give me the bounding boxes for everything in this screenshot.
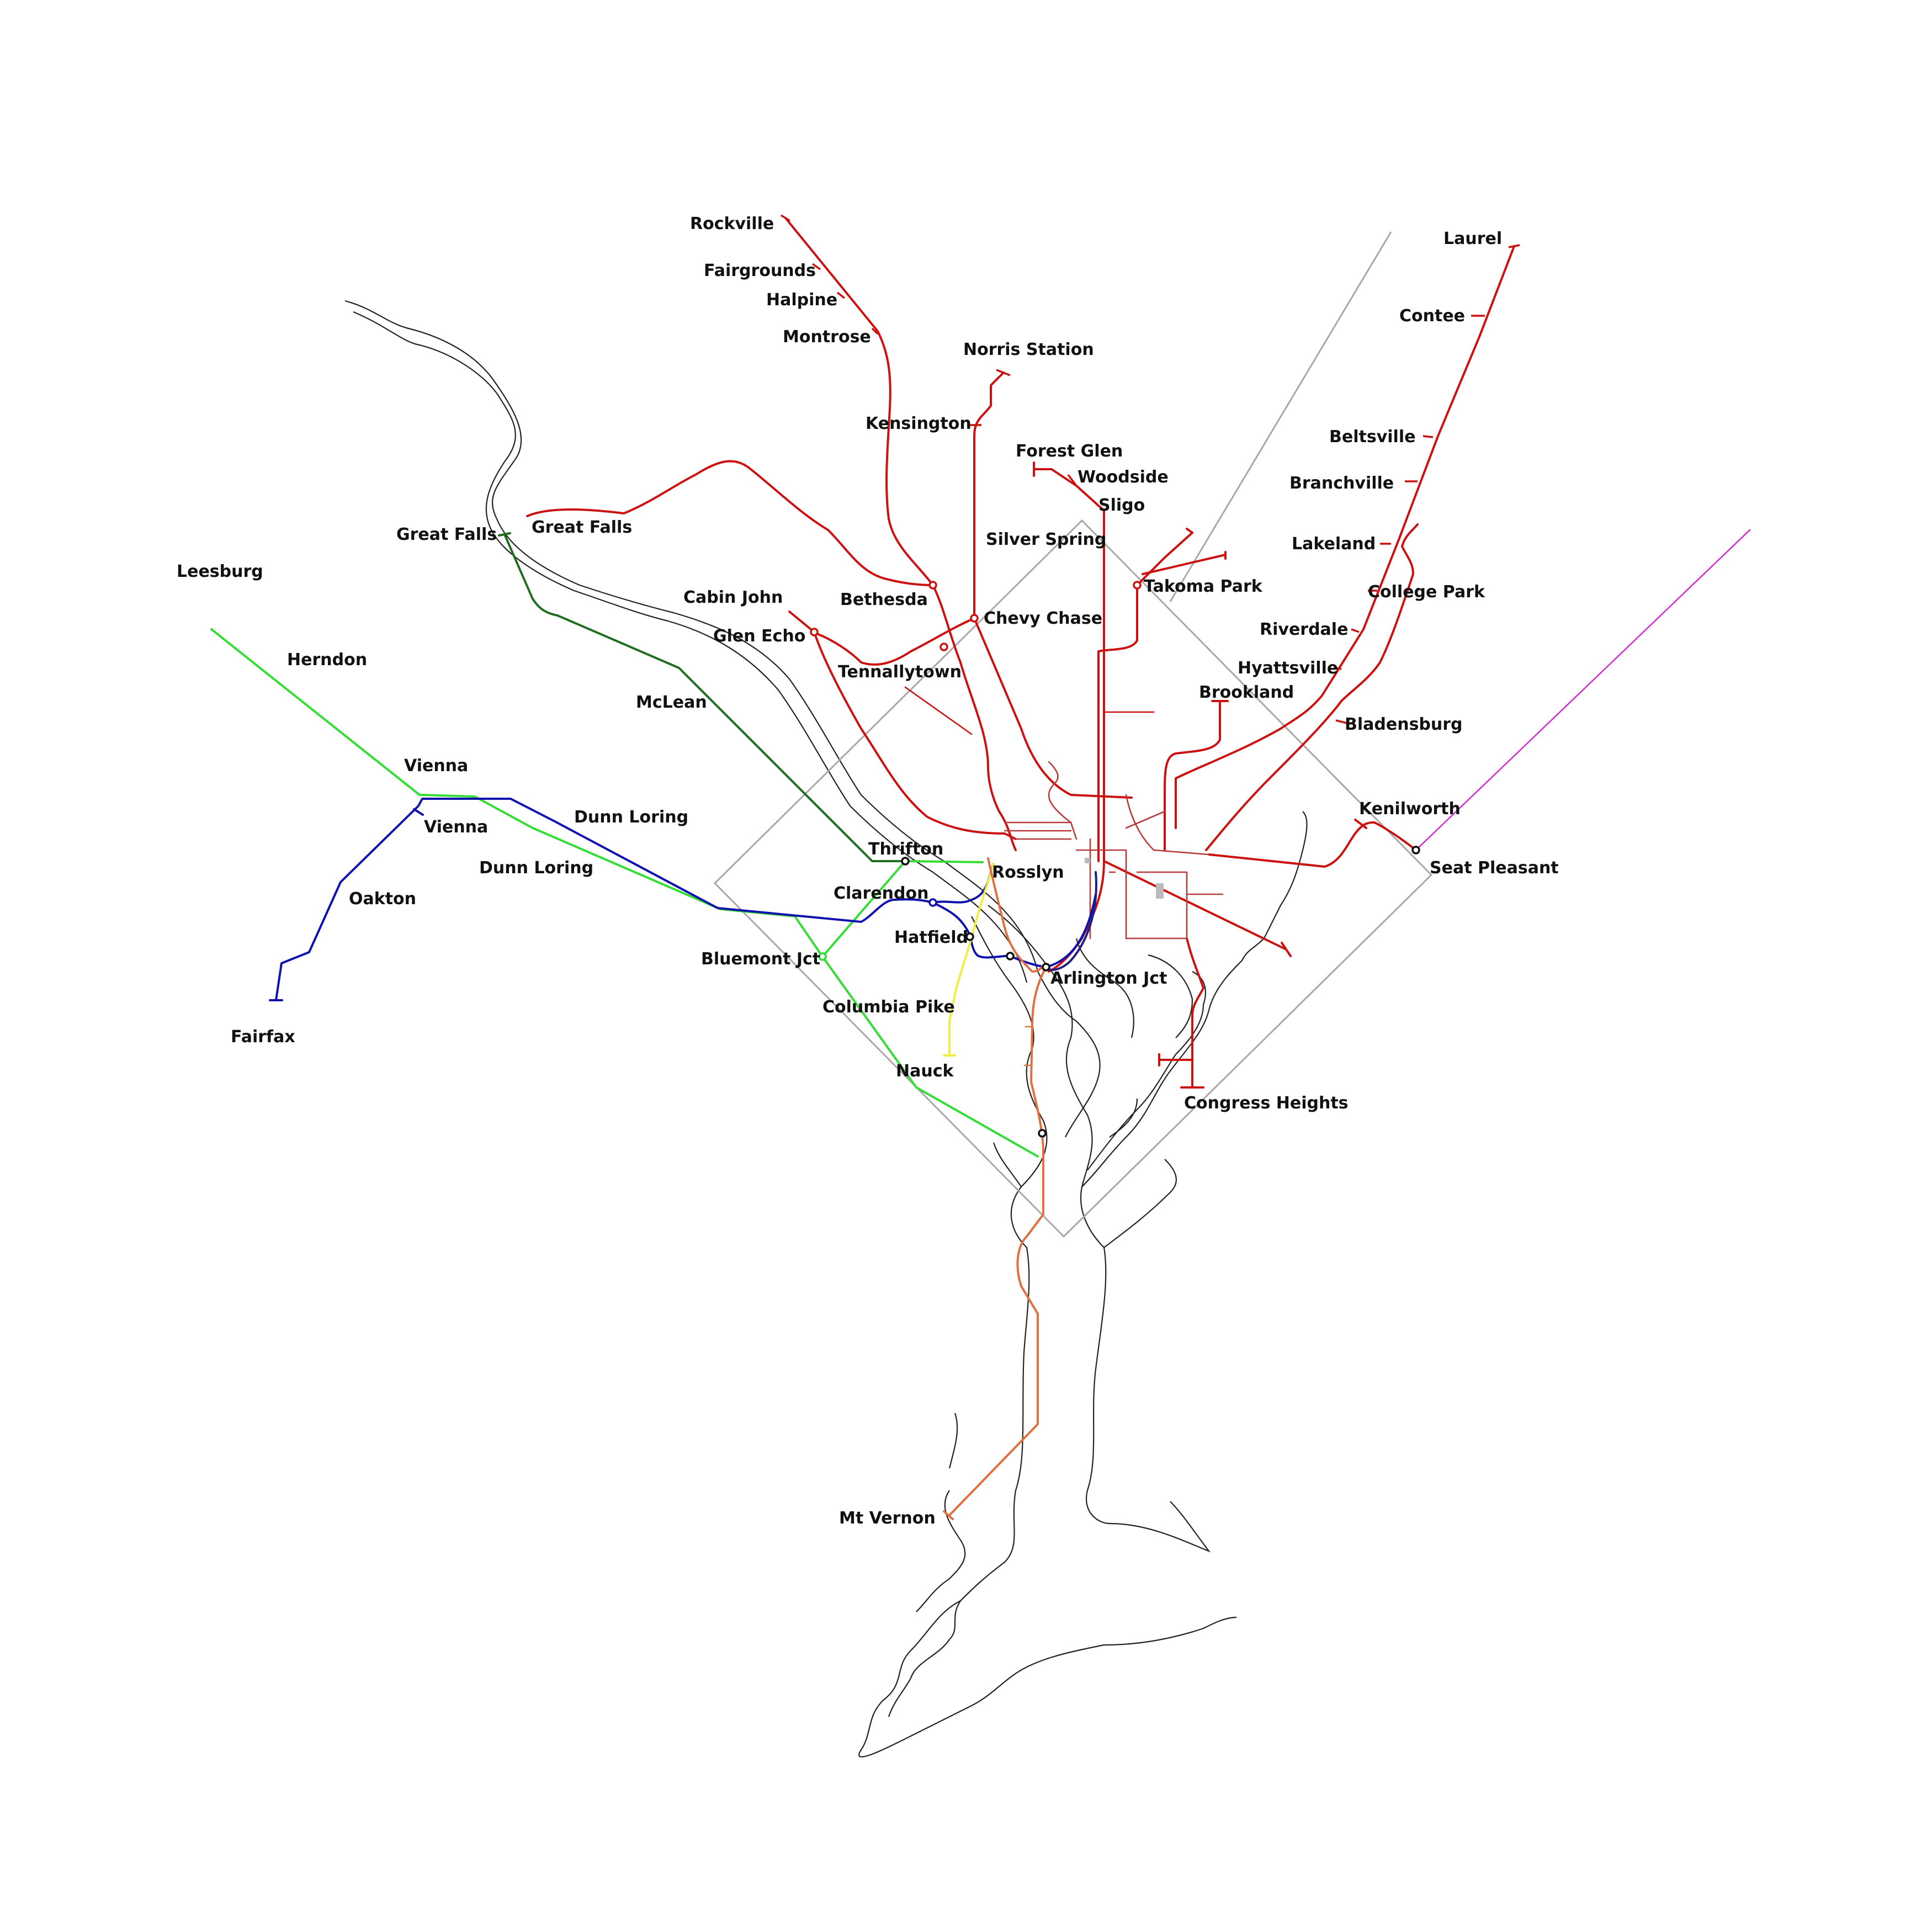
station-label-vienna-1: Vienna [404, 756, 468, 776]
station-label-congress-heights: Congress Heights [1184, 1094, 1349, 1113]
blue-line [275, 798, 995, 1001]
station-label-fairfax: Fairfax [231, 1027, 295, 1047]
district-boundary [713, 231, 1433, 1238]
station-label-woodside: Woodside [1078, 468, 1169, 487]
station-label-herndon: Herndon [287, 650, 367, 670]
station-label-bethesda: Bethesda [840, 590, 928, 609]
station-label-fairgrounds: Fairgrounds [704, 261, 816, 280]
station-label-dunn-loring-2: Dunn Loring [479, 858, 593, 878]
downtown-network [1004, 761, 1224, 940]
station-label-seat-pleasant: Seat Pleasant [1430, 858, 1559, 878]
station-label-mt-vernon: Mt Vernon [839, 1509, 936, 1528]
station-label-beltsville: Beltsville [1329, 427, 1415, 447]
dark-green-line [503, 533, 906, 862]
station-label-kenilworth: Kenilworth [1359, 799, 1461, 819]
station-labels: Rockville Fairgrounds Halpine Montrose N… [177, 214, 1559, 1528]
yellow-line [948, 863, 995, 1055]
station-label-arlington-jct: Arlington Jct [1050, 969, 1167, 988]
station-label-brookland: Brookland [1199, 683, 1294, 702]
station-markers [810, 581, 1420, 1138]
station-label-columbia-pike: Columbia Pike [822, 997, 955, 1017]
red-streetcar-lines [526, 217, 1515, 1089]
station-label-leesburg: Leesburg [177, 562, 263, 581]
station-label-hyattsville: Hyattsville [1238, 659, 1338, 678]
orange-line [948, 857, 1047, 1516]
station-label-norris: Norris Station [963, 340, 1094, 359]
station-label-halpine: Halpine [766, 290, 837, 310]
station-label-mclean: McLean [636, 693, 707, 712]
station-label-rockville: Rockville [690, 214, 774, 233]
station-label-silver-spring: Silver Spring [986, 530, 1106, 549]
station-label-cabin-john: Cabin John [683, 588, 783, 607]
station-label-thrifton: Thrifton [868, 840, 943, 859]
station-label-great-falls-md: Great Falls [532, 518, 632, 537]
station-label-dunn-loring-1: Dunn Loring [574, 808, 688, 827]
station-label-montrose: Montrose [783, 327, 871, 347]
station-label-hatfield: Hatfield [894, 928, 968, 947]
station-label-college-park: College Park [1368, 582, 1485, 602]
station-label-takoma-park: Takoma Park [1144, 577, 1263, 596]
station-label-chevy-chase: Chevy Chase [984, 609, 1102, 628]
station-label-oakton: Oakton [349, 889, 416, 909]
station-label-kensington: Kensington [866, 414, 972, 433]
station-label-glen-echo: Glen Echo [713, 627, 805, 646]
station-label-forest-glen: Forest Glen [1016, 442, 1123, 461]
station-label-lakeland: Lakeland [1292, 534, 1376, 554]
station-label-contee: Contee [1399, 306, 1465, 326]
station-label-nauck: Nauck [896, 1061, 954, 1081]
station-label-clarendon: Clarendon [834, 884, 929, 903]
station-label-vienna-2: Vienna [424, 818, 488, 837]
station-label-branchville: Branchville [1289, 474, 1394, 493]
station-label-rosslyn: Rosslyn [992, 863, 1064, 882]
station-label-bluemont-jct: Bluemont Jct [701, 949, 820, 969]
station-label-sligo: Sligo [1098, 496, 1145, 515]
station-ticks [781, 214, 1520, 724]
station-label-tennallytown: Tennallytown [838, 662, 962, 682]
station-label-laurel: Laurel [1443, 229, 1502, 248]
station-label-riverdale: Riverdale [1260, 620, 1348, 639]
magenta-line [1415, 529, 1751, 851]
potomac-river [344, 300, 1308, 1758]
station-label-great-falls-va: Great Falls [396, 525, 497, 544]
station-label-bladensburg: Bladensburg [1345, 715, 1463, 734]
